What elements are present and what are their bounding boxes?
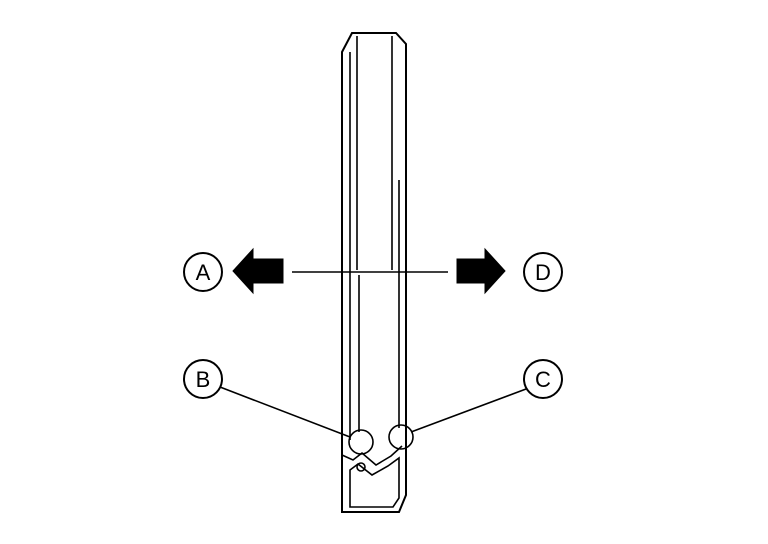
callout-b-label: B (196, 367, 211, 392)
callout-b: B (183, 359, 223, 399)
leader-line-b (219, 386, 351, 438)
callout-a-label: A (196, 260, 211, 285)
callout-d-label: D (535, 260, 551, 285)
callout-d: D (523, 252, 563, 292)
detail-circle-b (348, 429, 374, 455)
callout-c: C (523, 359, 563, 399)
arrow-right-icon (456, 247, 506, 295)
strip-bottom-hook-inner (349, 456, 400, 508)
callout-c-label: C (535, 367, 551, 392)
detail-circle-c (388, 424, 414, 450)
callout-a: A (183, 252, 223, 292)
strip-small-hole (356, 462, 366, 472)
leader-line-c (410, 388, 527, 433)
strip-body (292, 32, 448, 513)
strip-bottom-hook (341, 445, 403, 466)
arrow-left-icon (232, 247, 284, 295)
strip-outline (341, 32, 407, 513)
